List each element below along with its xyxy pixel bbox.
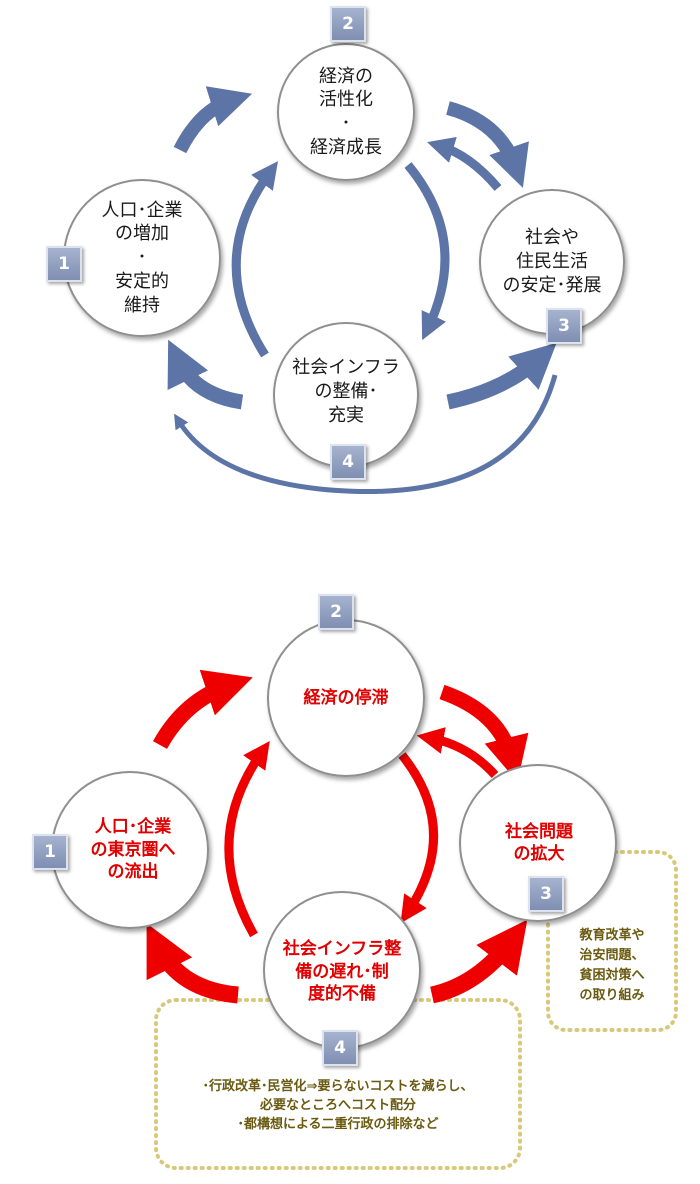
top-node-4-number-badge: 4 xyxy=(330,444,366,480)
top-node-2-number-badge: 2 xyxy=(330,6,366,42)
top-node-3-number-badge: 3 xyxy=(546,308,582,344)
top-circles xyxy=(63,43,625,468)
top-arrow-4-to-1 xyxy=(167,339,244,410)
bottom-node-2-label: 経済の停滞 xyxy=(303,687,389,708)
bottom-node-3-label: 社会問題 の拡大 xyxy=(505,821,573,864)
bottom-node-4-number-badge: 4 xyxy=(322,1030,358,1066)
top-node-2-label: 経済の 活性化 ･ 経済成長 xyxy=(310,65,382,158)
bottom-node-3-number-badge: 3 xyxy=(528,876,564,912)
bottom-node-1-label: 人口･企業 の東京圏へ の流出 xyxy=(90,817,176,883)
bottom-arrow-4-to-1 xyxy=(146,923,239,1004)
top-node-1-number-badge: 1 xyxy=(46,246,82,282)
top-arrow-1-to-2 xyxy=(173,86,253,154)
top-arrow-2-to-4 xyxy=(404,162,450,341)
top-arrow-2-to-3 xyxy=(446,101,529,188)
top-arrow-3-to-1-outer xyxy=(174,374,558,495)
bottom-arrow-4-to-2 xyxy=(224,740,270,938)
bottom-arrow-2-to-3 xyxy=(439,684,529,782)
bottom-arrow-1-to-2 xyxy=(153,669,253,750)
bottom-circles xyxy=(51,619,617,1049)
bottom-arrows xyxy=(146,669,529,1004)
bottom-node-1-number-badge: 1 xyxy=(32,834,68,870)
bottom-note-side-text: 教育改革や 治安問題、 貧困対策へ の取り組み xyxy=(579,928,645,1004)
bottom-node-4-label: 社会インフラ整 備の遅れ･制 度的不備 xyxy=(282,939,402,1005)
bottom-circle-3 xyxy=(459,764,617,922)
top-arrows xyxy=(167,86,558,495)
top-node-4-label: 社会インフラ の整備･ 充実 xyxy=(292,357,400,426)
top-node-1-label: 人口･企業 の増加 ･ 安定的 維持 xyxy=(101,199,183,316)
top-arrow-3-to-2 xyxy=(427,136,502,191)
top-node-3-label: 社会や 住民生活 の安定･発展 xyxy=(502,227,602,296)
bottom-arrow-4-to-3 xyxy=(429,919,528,1004)
top-circle-2 xyxy=(277,43,415,181)
bottom-arrow-3-to-2 xyxy=(416,727,499,779)
top-arrow-4-to-3 xyxy=(446,342,557,410)
top-arrow-4-to-2 xyxy=(231,161,279,358)
bottom-node-2-number-badge: 2 xyxy=(318,594,354,630)
bottom-note-bottom-text: ･行政改革･民営化⇒要らないコストを減らし、 必要なところへコスト配分 ･都構想… xyxy=(202,1079,474,1132)
bottom-arrow-2-to-4 xyxy=(398,752,438,924)
bottom-note-side-box xyxy=(546,850,678,1032)
